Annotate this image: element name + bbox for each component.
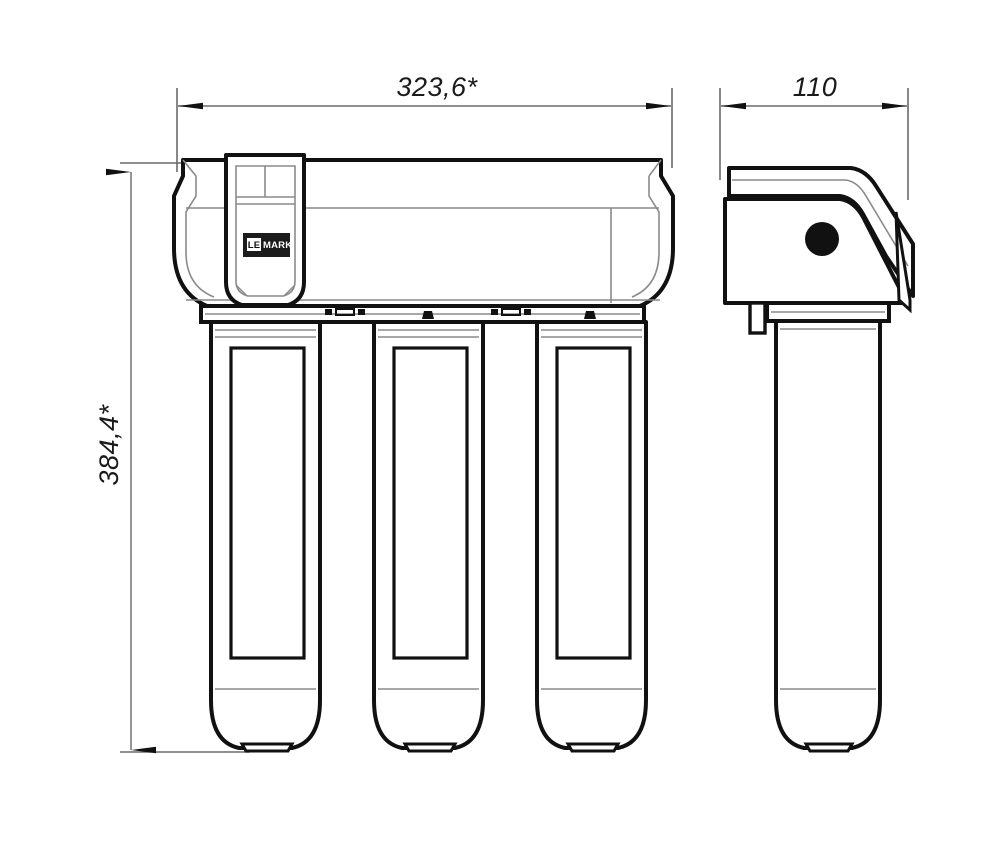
dimension-height-front: 384,4*	[94, 162, 250, 754]
side-view	[723, 166, 915, 753]
dimension-label-width-side: 110	[793, 72, 838, 102]
cartridge-left	[209, 320, 322, 753]
cartridge-label-panel	[392, 346, 469, 660]
side-bracket-tab	[748, 301, 767, 335]
manifold-detail-slot	[501, 308, 521, 316]
chamfer-line-left	[182, 159, 197, 177]
cartridge-right	[535, 320, 648, 753]
manifold-nub-right	[584, 311, 596, 319]
cartridge-label-panel	[555, 346, 632, 660]
manifold-detail-cluster-right	[491, 308, 531, 316]
cartridge-foot	[565, 742, 621, 753]
panel-chamfer-left	[235, 284, 248, 297]
manifold-detail-block	[491, 309, 498, 315]
brand-badge-suffix-text: MARK	[263, 240, 292, 251]
housing-inner-contour-left	[185, 176, 215, 298]
manifold-detail-block	[524, 309, 531, 315]
cartridge-middle	[372, 320, 485, 753]
manifold-nub-middle	[422, 311, 434, 319]
brand-badge-prefix-box	[247, 238, 261, 251]
front-panel-bezel	[224, 153, 306, 307]
cartridge-foot	[402, 742, 458, 753]
panel-chamfer-right	[283, 284, 296, 297]
dimension-text-backdrop	[380, 70, 495, 98]
dimension-label-height-front: 384,4*	[94, 403, 124, 485]
housing-inner-contour-right	[631, 176, 660, 298]
side-cartridge-outline	[774, 319, 882, 750]
cartridge-foot	[239, 742, 295, 753]
side-cartridge-foot	[803, 742, 855, 753]
cartridge-outline	[372, 320, 485, 750]
dimension-width-side: 110	[719, 70, 909, 200]
manifold-detail-cluster-left	[325, 308, 365, 316]
dimension-text-backdrop	[780, 70, 850, 98]
side-port-circle	[805, 222, 839, 256]
manifold-bar	[199, 304, 646, 324]
manifold-detail-block	[325, 309, 332, 315]
cartridge-outline	[209, 320, 322, 750]
side-bracket	[748, 301, 767, 335]
brand-badge-prefix-text: LE	[248, 240, 261, 251]
cartridge-outline	[535, 320, 648, 750]
front-view: LE MARK	[172, 153, 675, 753]
side-housing	[723, 166, 915, 314]
dimension-width-front: 323,6*	[176, 70, 673, 172]
side-lid-inner-slope	[845, 179, 909, 267]
manifold-detail-slot	[335, 308, 355, 316]
brand-badge: LE MARK	[243, 233, 292, 257]
side-cartridge	[765, 301, 891, 753]
manifold-detail-block	[358, 309, 365, 315]
side-skirt-edge	[894, 211, 912, 314]
dimension-text-backdrop	[98, 385, 128, 505]
cartridge-label-panel	[229, 346, 306, 660]
dimension-label-width-front: 323,6*	[396, 72, 478, 102]
chamfer-line-right	[648, 159, 662, 177]
